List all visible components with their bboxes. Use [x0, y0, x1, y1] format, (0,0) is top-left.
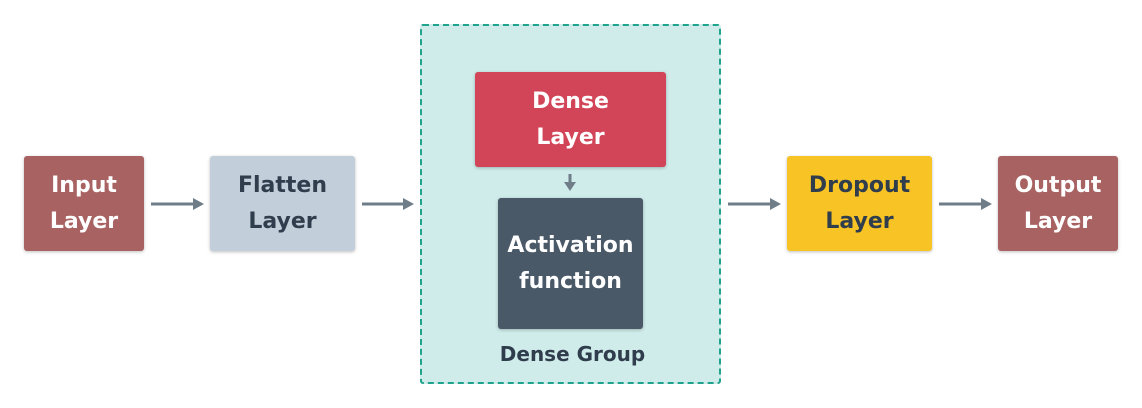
dropout-layer-line2: Layer — [825, 208, 894, 234]
dense-group-label: Dense Group — [499, 342, 646, 366]
edge-input-to-flatten — [151, 198, 204, 210]
edge-flatten-to-dense-group — [362, 198, 414, 210]
flatten-layer-node[interactable]: Flatten Layer — [210, 156, 355, 251]
input-layer-line1: Input — [51, 172, 117, 198]
input-layer-line2: Layer — [49, 208, 119, 234]
dense-layer-line2: Layer — [536, 124, 605, 150]
flatten-layer-line2: Layer — [248, 208, 317, 234]
edge-dense-group-to-dropout — [728, 198, 781, 210]
activation-function-node[interactable]: Activation function — [498, 198, 643, 329]
activation-function-line2: function — [519, 268, 622, 294]
output-layer-node[interactable]: Output Layer — [998, 156, 1118, 251]
dropout-layer-line1: Dropout — [808, 172, 911, 198]
edge-dense-to-activation — [564, 174, 576, 191]
output-layer-line2: Layer — [1023, 208, 1093, 234]
dense-layer-line1: Dense — [532, 88, 609, 114]
dense-layer-node[interactable]: Dense Layer — [475, 72, 666, 167]
activation-function-line1: Activation — [507, 232, 634, 258]
input-layer-node[interactable]: Input Layer — [24, 156, 144, 251]
output-layer-line1: Output — [1014, 172, 1102, 198]
dropout-layer-node[interactable]: Dropout Layer — [787, 156, 932, 251]
flatten-layer-line1: Flatten — [237, 172, 328, 198]
edge-dropout-to-output — [939, 198, 992, 210]
